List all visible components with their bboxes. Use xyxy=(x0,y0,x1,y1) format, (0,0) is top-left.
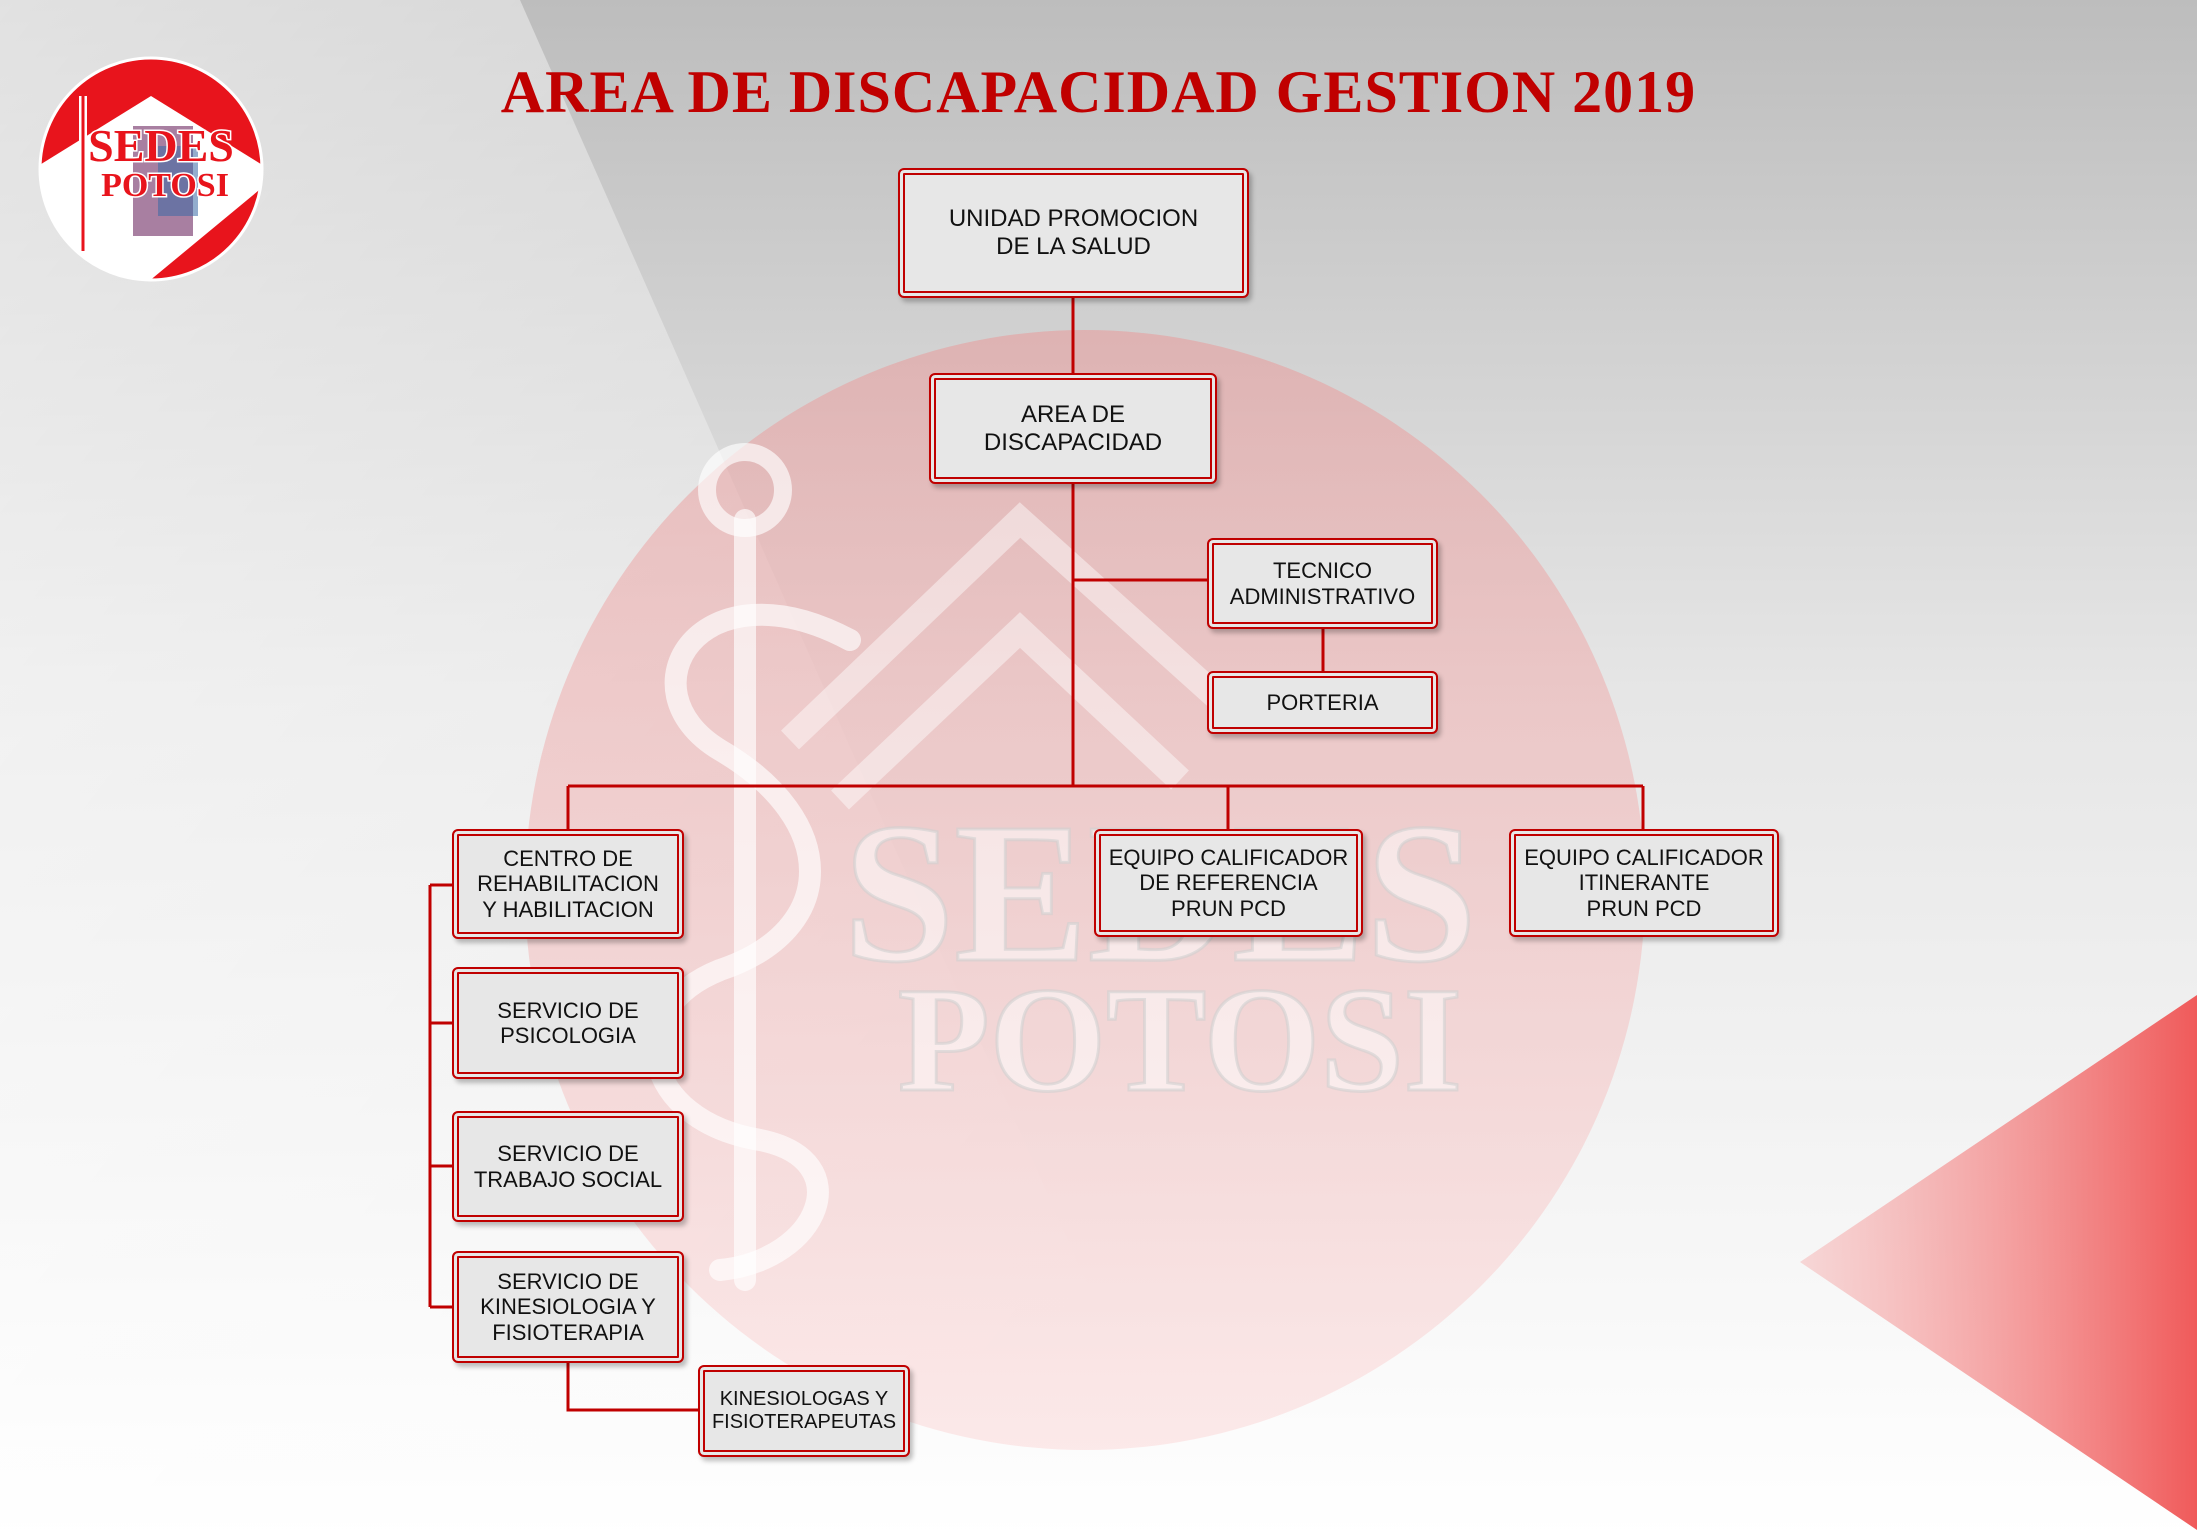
box-label: CENTRO DE REHABILITACION Y HABILITACION xyxy=(477,846,659,922)
box-unidad-promocion-salud: UNIDAD PROMOCION DE LA SALUD xyxy=(898,168,1249,298)
box-equipo-calificador-itinerante: EQUIPO CALIFICADOR ITINERANTE PRUN PCD xyxy=(1509,829,1779,937)
logo-text-line1: SEDES xyxy=(88,120,234,171)
box-servicio-psicologia: SERVICIO DE PSICOLOGIA xyxy=(452,967,684,1079)
box-area-discapacidad: AREA DE DISCAPACIDAD xyxy=(929,373,1217,484)
box-label: EQUIPO CALIFICADOR ITINERANTE PRUN PCD xyxy=(1524,845,1764,921)
sedes-potosi-logo: SEDES POTOSI xyxy=(38,56,264,282)
watermark-roofs xyxy=(781,502,1229,810)
box-tecnico-administrativo: TECNICO ADMINISTRATIVO xyxy=(1207,538,1438,629)
box-label: SERVICIO DE TRABAJO SOCIAL xyxy=(473,1141,663,1192)
box-kinesiologas-fisioterapeutas: KINESIOLOGAS Y FISIOTERAPEUTAS xyxy=(698,1365,910,1457)
box-servicio-kinesiologia: SERVICIO DE KINESIOLOGIA Y FISIOTERAPIA xyxy=(452,1251,684,1363)
box-label: UNIDAD PROMOCION DE LA SALUD xyxy=(948,205,1199,260)
box-label: SERVICIO DE KINESIOLOGIA Y FISIOTERAPIA xyxy=(480,1269,656,1345)
corner-triangle xyxy=(1800,995,2197,1530)
box-centro-rehabilitacion: CENTRO DE REHABILITACION Y HABILITACION xyxy=(452,829,684,939)
box-label: AREA DE DISCAPACIDAD xyxy=(983,400,1163,456)
logo-text-line2: POTOSI xyxy=(101,167,229,204)
connector-kinesio-kinesiologas xyxy=(566,1360,702,1412)
box-label: KINESIOLOGAS Y FISIOTERAPEUTAS xyxy=(711,1388,897,1433)
page-title: AREA DE DISCAPACIDAD GESTION 2019 xyxy=(500,59,1697,125)
watermark-text-line2: POTOSI xyxy=(898,957,1462,1123)
box-porteria: PORTERIA xyxy=(1207,671,1438,734)
watermark-caduceus xyxy=(645,509,861,1291)
box-label: EQUIPO CALIFICADOR DE REFERENCIA PRUN PC… xyxy=(1108,845,1349,921)
box-label: TECNICO ADMINISTRATIVO xyxy=(1229,558,1416,609)
box-equipo-calificador-referencia: EQUIPO CALIFICADOR DE REFERENCIA PRUN PC… xyxy=(1094,829,1363,937)
box-label: PORTERIA xyxy=(1266,689,1379,715)
box-label: SERVICIO DE PSICOLOGIA xyxy=(497,997,639,1048)
box-servicio-trabajo-social: SERVICIO DE TRABAJO SOCIAL xyxy=(452,1111,684,1222)
